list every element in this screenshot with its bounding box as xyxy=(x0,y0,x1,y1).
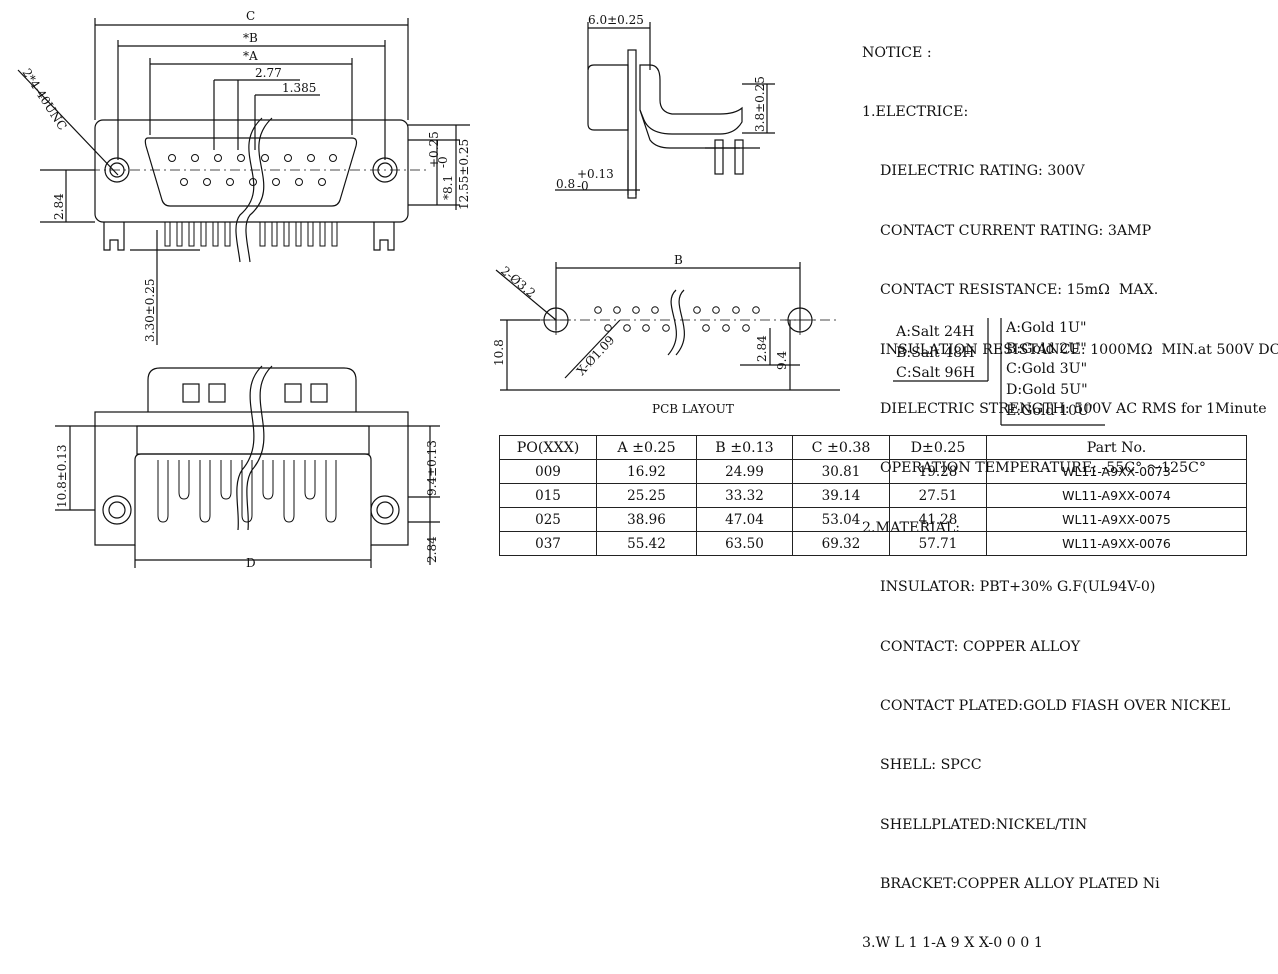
pcb-dim-10-8-label: 10.8 xyxy=(492,339,506,366)
notice-title: NOTICE : xyxy=(862,44,932,61)
cell: WL11-A9XX-0073 xyxy=(986,459,1247,484)
table-row: 037 55.42 63.50 69.32 57.71 WL11-A9XX-00… xyxy=(499,531,1247,556)
cell: 41.28 xyxy=(889,507,987,532)
dim-c-label: C xyxy=(246,9,255,23)
dim-12-55-label: 12.55±0.25 xyxy=(457,139,471,210)
cell: 38.96 xyxy=(596,507,697,532)
part-number-table: PO(XXX) A ±0.25 B ±0.13 C ±0.38 D±0.25 P… xyxy=(499,435,1247,556)
bottom-dim-2-84-label: 2.84 xyxy=(425,536,439,563)
cell: 025 xyxy=(499,507,597,532)
dim-b-label: *B xyxy=(243,31,258,45)
spec-line: BRACKET:COPPER ALLOY PLATED Ni xyxy=(880,876,1160,893)
table-row: 009 16.92 24.99 30.81 19.28 WL11-A9XX-00… xyxy=(499,459,1247,484)
cell: 33.32 xyxy=(696,483,793,508)
dim-a-label: *A xyxy=(243,49,258,63)
salt-option: C:Salt 96H xyxy=(896,365,975,381)
col-header: Part No. xyxy=(986,435,1247,460)
cell: 009 xyxy=(499,459,597,484)
cell: 39.14 xyxy=(792,483,890,508)
cell: 037 xyxy=(499,531,597,556)
gold-options: A:Gold 1U" B:Gold 2U" C:Gold 3U" D:Gold … xyxy=(1006,318,1096,422)
col-header: B ±0.13 xyxy=(696,435,793,460)
spec-line: CONTACT CURRENT RATING: 3AMP xyxy=(880,222,1152,239)
dim-0-8-label: 0.8 xyxy=(556,177,575,191)
dim-0-8-tol-up: +0.13 xyxy=(577,167,614,181)
technical-drawing: C *B *A 2.77 1.385 2*4-40UNC 2.84 *8.1 +… xyxy=(17,9,1105,570)
col-header: PO(XXX) xyxy=(499,435,597,460)
dim-mount-holes-label: 2*4-40UNC xyxy=(19,66,69,133)
spec-line: DIELECTRIC RATING: 300V xyxy=(880,163,1085,180)
bottom-dim-9-4-label: 9.4±0.13 xyxy=(425,440,439,496)
table-row: 015 25.25 33.32 39.14 27.51 WL11-A9XX-00… xyxy=(499,483,1247,508)
bottom-dim-10-8-label: 10.8±0.13 xyxy=(55,445,69,509)
spec-line: SHELLPLATED:NICKEL/TIN xyxy=(880,816,1088,833)
table-row: 025 38.96 47.04 53.04 41.28 WL11-A9XX-00… xyxy=(499,507,1247,532)
bottom-dim-d-label: D xyxy=(246,556,256,570)
cell: 015 xyxy=(499,483,597,508)
side-view xyxy=(555,22,775,199)
cell: 19.28 xyxy=(889,459,987,484)
cell: WL11-A9XX-0075 xyxy=(986,507,1247,532)
part-code: 3.W L 1 1-A 9 X X-0 0 0 1 xyxy=(862,935,1043,952)
dim-pitch-label: 2.77 xyxy=(255,66,282,80)
cell: 47.04 xyxy=(696,507,793,532)
cell: 69.32 xyxy=(792,531,890,556)
dim-8-1-tol-up: +0.25 xyxy=(427,131,441,168)
pcb-layout xyxy=(495,262,840,391)
cell: 27.51 xyxy=(889,483,987,508)
spec-line: INSULATION RESISTANCE: 1000MΩ MIN.at 500… xyxy=(880,341,1278,358)
dim-6-0-label: 6.0±0.25 xyxy=(588,13,644,27)
cell: 30.81 xyxy=(792,459,890,484)
dim-8-1-tol-down: -0 xyxy=(436,156,450,168)
cell: WL11-A9XX-0076 xyxy=(986,531,1247,556)
gold-option: D:Gold 5U" xyxy=(1006,382,1088,399)
bottom-view xyxy=(55,365,440,568)
gold-option: B:Gold 2U" xyxy=(1006,340,1087,357)
col-header: A ±0.25 xyxy=(596,435,697,460)
cell: 16.92 xyxy=(596,459,697,484)
salt-options: A:Salt 24H B:Salt 48H C:Salt 96H xyxy=(896,322,975,384)
gold-option: A:Gold 1U" xyxy=(1006,320,1087,336)
dim-8-1-label: *8.1 xyxy=(441,175,455,200)
cell: 24.99 xyxy=(696,459,793,484)
gold-option: E:Gold 10U" xyxy=(1006,402,1096,419)
electric-heading: 1.ELECTRICE: xyxy=(862,103,969,120)
front-view xyxy=(17,18,470,345)
spec-line: CONTACT: COPPER ALLOY xyxy=(880,638,1081,655)
salt-option: B:Salt 48H xyxy=(896,344,975,361)
cell: 63.50 xyxy=(696,531,793,556)
pcb-dim-b-label: B xyxy=(674,253,683,267)
pcb-dim-9-4-label: 9.4 xyxy=(775,351,789,370)
col-header: D±0.25 xyxy=(889,435,987,460)
spec-line: CONTACT PLATED:GOLD FIASH OVER NICKEL xyxy=(880,697,1231,714)
dim-tail-label: 3.30±0.25 xyxy=(143,279,157,343)
pcb-hole-small-label: X-Ø1.09 xyxy=(574,333,617,378)
table-header-row: PO(XXX) A ±0.25 B ±0.13 C ±0.38 D±0.25 P… xyxy=(499,435,1247,460)
spec-line: INSULATOR: PBT+30% G.F(UL94V-0) xyxy=(880,579,1156,596)
dim-0-8-tol-down: -0 xyxy=(577,179,589,193)
cell: 55.42 xyxy=(596,531,697,556)
pcb-dim-2-84-label: 2.84 xyxy=(755,335,769,362)
cell: WL11-A9XX-0074 xyxy=(986,483,1247,508)
dim-half-pitch-label: 1.385 xyxy=(282,81,316,95)
option-brackets xyxy=(893,318,1105,426)
spec-line: CONTACT RESISTANCE: 15mΩ MAX. xyxy=(880,282,1159,299)
cell: 57.71 xyxy=(889,531,987,556)
pcb-layout-caption: PCB LAYOUT xyxy=(652,402,734,416)
spec-line: SHELL: SPCC xyxy=(880,757,982,774)
pcb-hole-large-label: 2-Ø3.2 xyxy=(498,264,538,301)
dimension-labels: C *B *A 2.77 1.385 2*4-40UNC 2.84 *8.1 +… xyxy=(19,9,789,570)
cell: 25.25 xyxy=(596,483,697,508)
salt-option: A:Salt 24H xyxy=(896,324,975,340)
dim-2-84-label: 2.84 xyxy=(52,193,66,220)
spec-line: DIELECTRIC STRENGTH: 500V AC RMS for 1Mi… xyxy=(880,400,1267,417)
dim-3-8-label: 3.8±0.25 xyxy=(753,76,767,132)
cell: 53.04 xyxy=(792,507,890,532)
gold-option: C:Gold 3U" xyxy=(1006,361,1088,378)
col-header: C ±0.38 xyxy=(792,435,890,460)
